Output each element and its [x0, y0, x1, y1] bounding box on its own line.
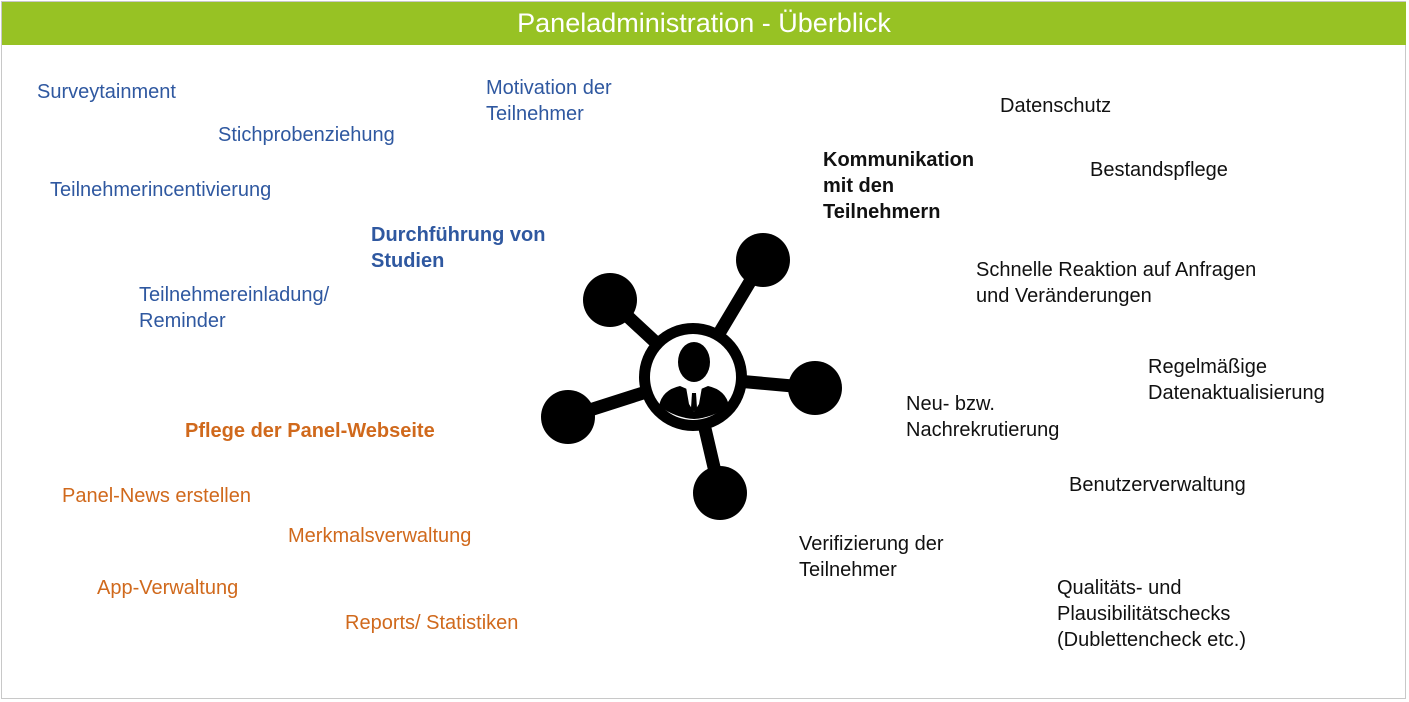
- item-bestandspflege: Bestandspflege: [1090, 159, 1228, 181]
- item-verifizierung: Verifizierung der Teilnehmer: [799, 533, 944, 581]
- heading-website: Pflege der Panel-Webseite: [185, 420, 435, 442]
- item-merkmalsverwaltung: Merkmalsverwaltung: [288, 525, 472, 547]
- item-schnelle-reaktion: Schnelle Reaktion auf Anfragen und Verän…: [976, 259, 1257, 307]
- item-nachrekrutierung: Neu- bzw. Nachrekrutierung: [906, 393, 1060, 441]
- item-benutzerverwaltung: Benutzerverwaltung: [1069, 474, 1246, 496]
- item-einladung: Teilnehmereinladung/ Reminder: [139, 284, 330, 332]
- item-incentivierung: Teilnehmerincentivierung: [50, 179, 272, 201]
- item-panel-news: Panel-News erstellen: [62, 485, 251, 507]
- item-datenschutz: Datenschutz: [1000, 95, 1112, 117]
- page-title: Paneladministration - Überblick: [2, 2, 1406, 45]
- person-icon: [659, 342, 729, 419]
- heading-studies: Durchführung von Studien: [371, 224, 546, 272]
- item-surveytainment: Surveytainment: [37, 81, 176, 103]
- item-reports: Reports/ Statistiken: [345, 612, 519, 634]
- item-motivation: Motivation der Teilnehmer: [486, 77, 612, 125]
- item-qualitaetschecks: Qualitäts- und Plausibilitätschecks (Dub…: [1057, 577, 1246, 651]
- item-stichprobenziehung: Stichprobenziehung: [218, 124, 395, 146]
- item-app-verwaltung: App-Verwaltung: [97, 577, 239, 599]
- item-datenaktualisierung: Regelmäßige Datenaktualisierung: [1148, 356, 1325, 404]
- heading-communication: Kommunikation mit den Teilnehmern: [823, 149, 975, 223]
